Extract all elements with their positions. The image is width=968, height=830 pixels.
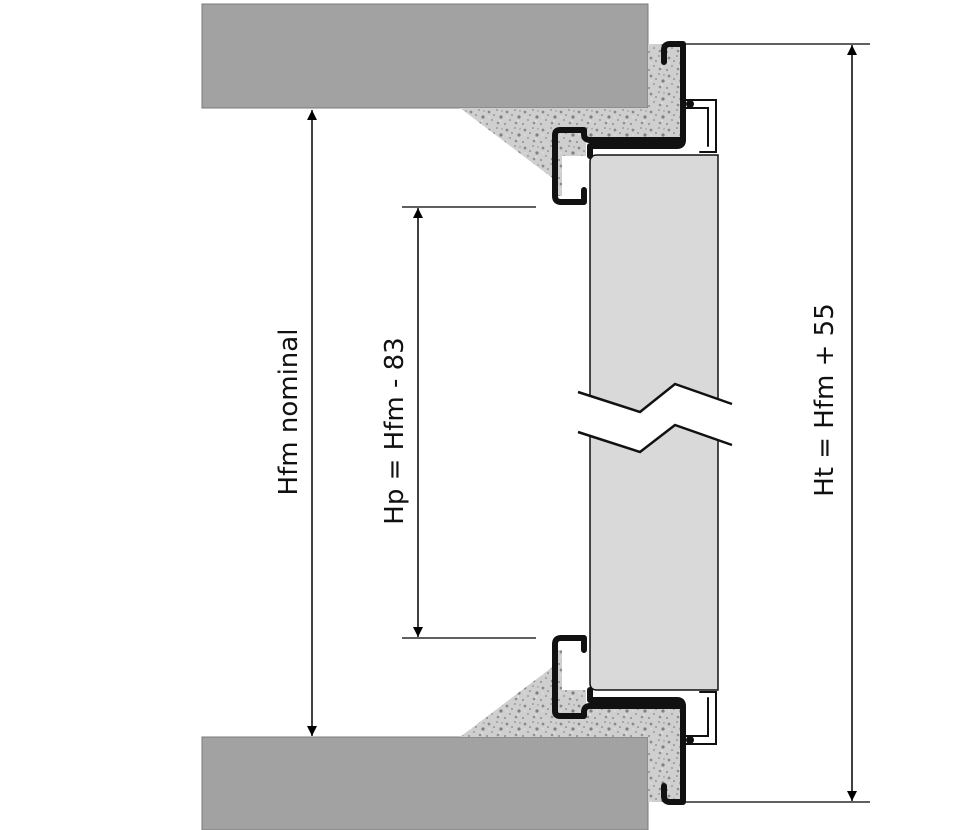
upper-wall: [201, 3, 649, 109]
upper-frame-lip: [685, 99, 717, 153]
lower-wall: [201, 736, 649, 830]
upper-frame-profile: [552, 41, 686, 205]
panel-dimension-label: Hp = Hfm - 83: [380, 337, 410, 524]
break-line-top: [577, 382, 733, 414]
lower-frame-profile: [552, 635, 686, 805]
upper-mortar: [460, 44, 683, 196]
lower-mortar: [460, 650, 683, 802]
total-dimension-label: Ht = Hfm + 55: [810, 303, 840, 497]
break-line-bottom: [577, 423, 733, 454]
break-mask: [580, 384, 730, 452]
nominal-dimension-label: Hfm nominal: [274, 329, 304, 496]
lower-frame-lip: [685, 691, 717, 745]
